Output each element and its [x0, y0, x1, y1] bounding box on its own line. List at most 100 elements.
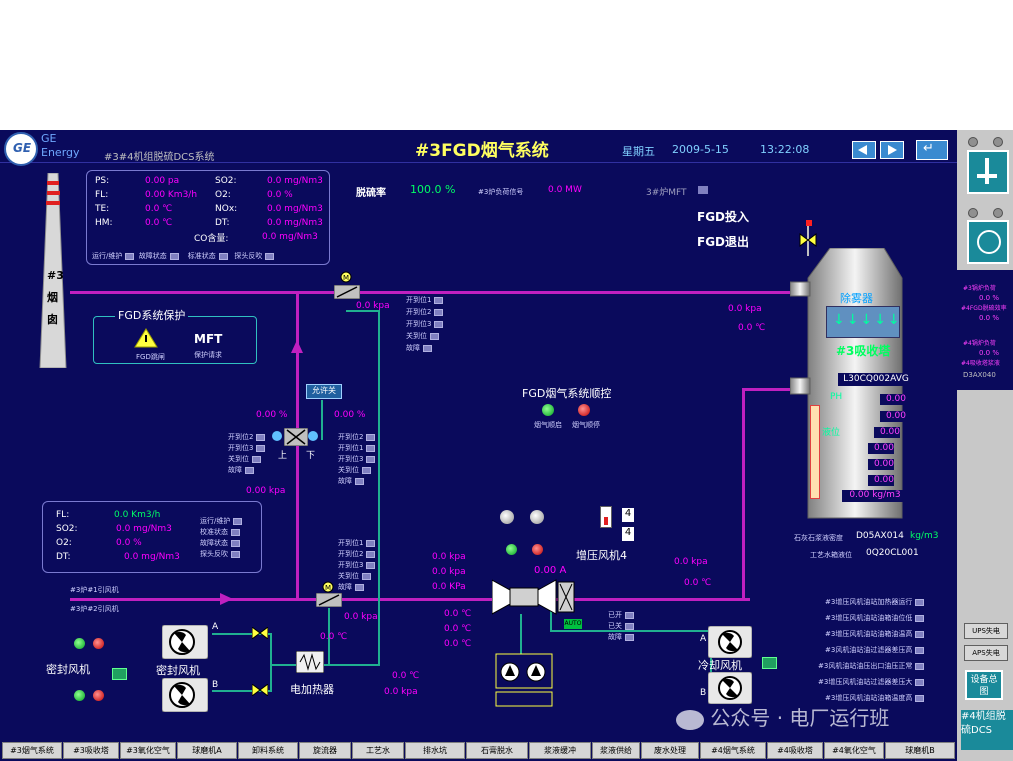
svg-text:M: M — [325, 584, 331, 592]
booster-valve-1-icon[interactable] — [500, 510, 514, 524]
seal-fan-b-label: B — [212, 680, 219, 690]
nav-process-water[interactable]: 工艺水 — [352, 742, 404, 759]
chimney: #3烟囱 — [38, 172, 68, 369]
tower-top-valve-icon[interactable] — [798, 220, 818, 256]
cool-fan-lock-icon[interactable] — [762, 657, 777, 669]
return-button[interactable]: ↵ — [916, 140, 948, 160]
seal-fan-a-icon[interactable] — [162, 625, 208, 659]
seq-title: FGD烟气系统顺控 — [522, 387, 612, 400]
nav-4-absorber[interactable]: #4吸收塔 — [767, 742, 823, 759]
seal-fan-a-stop-button[interactable] — [93, 638, 104, 649]
nox-value: 0.0 mg/Nm3 — [267, 204, 323, 214]
flow-arrow-right-icon — [220, 593, 233, 605]
nav-wastewater[interactable]: 废水处理 — [641, 742, 699, 759]
heater-icon[interactable] — [296, 651, 324, 673]
booster-p1: 0.0 kpa — [432, 552, 466, 562]
booster-valve-2-icon[interactable] — [530, 510, 544, 524]
top-damper-icon[interactable] — [334, 285, 360, 299]
booster-auto-badge[interactable]: AUTO — [564, 619, 582, 629]
prev-page-button[interactable] — [852, 141, 876, 159]
nav-3-absorber[interactable]: #3吸收塔 — [63, 742, 119, 759]
bypass-right-pct: 0.00 % — [334, 410, 366, 420]
inlet-damper-icon[interactable] — [316, 593, 342, 607]
load-label: #3炉负荷信号 — [478, 188, 524, 196]
allow-close-button[interactable]: 允许关 — [306, 384, 342, 399]
nav-4-oxidation[interactable]: #4氧化空气 — [824, 742, 884, 759]
seal-fan-label-left: 密封风机 — [46, 663, 90, 676]
warning-icon[interactable] — [134, 328, 158, 348]
bypass-left-valve-icon[interactable] — [272, 431, 282, 441]
flue-label-1: #3炉#1引风机 — [70, 586, 119, 594]
seal-valve-a-icon[interactable] — [252, 627, 268, 639]
booster-start-button[interactable] — [506, 544, 517, 555]
seal-fan-lock-icon[interactable] — [112, 668, 127, 680]
nav-4-flue[interactable]: #4烟气系统 — [700, 742, 766, 759]
wechat-icon — [676, 709, 704, 730]
nav-cyclone[interactable]: 旋流器 — [299, 742, 351, 759]
status-standard: 标准状态 — [187, 252, 216, 260]
nav-unloading[interactable]: 卸料系统 — [238, 742, 298, 759]
tower-inlet-pipe — [742, 388, 792, 391]
bypass-right-valve-icon[interactable] — [308, 431, 318, 441]
cool-fan-b-icon[interactable] — [708, 672, 752, 704]
bypass-riser — [296, 291, 299, 601]
ups-fail-button[interactable]: UPS失电 — [964, 623, 1008, 639]
mft-status-label: 3#炉MFT — [646, 188, 687, 198]
cool-fan-a-icon[interactable] — [708, 626, 752, 658]
so2-label: SO2: — [215, 176, 237, 186]
sidebar-pink3-v: 0.0 % — [979, 349, 1000, 357]
aps-fail-button[interactable]: APS失电 — [964, 645, 1008, 661]
nav-gypsum[interactable]: 石膏脱水 — [466, 742, 528, 759]
seal-valve-b-icon[interactable] — [252, 684, 268, 696]
seal-fan-b-icon[interactable] — [162, 678, 208, 712]
heater-temp2: 0.0 ℃ — [392, 671, 420, 681]
inlet-damper-kpa: 0.0 kpa — [344, 612, 378, 622]
logo-bottom-text: Energy — [41, 146, 80, 159]
sidebar-process-icon[interactable] — [967, 150, 1009, 194]
bypass-left-status: 开到位2 开到位3 关到位 故障 — [228, 432, 266, 476]
sidebar-pink2-v: 0.0 % — [979, 314, 1000, 322]
cems-lower-status: 运行/维护 校准状态 故障状态 探头反吹 — [200, 516, 243, 560]
fgd-out-button[interactable]: FGD退出 — [697, 235, 750, 249]
seal-fan-b-start-button[interactable] — [74, 690, 85, 701]
chimney-label: #3烟囱 — [47, 269, 64, 326]
tower-inlet-riser — [742, 388, 745, 601]
density-unit: kg/m3 — [910, 531, 939, 541]
bypass-damper-icon[interactable] — [284, 428, 308, 446]
cool-fan-b-label: B — [700, 688, 707, 698]
nav-ball-mill-b[interactable]: 球磨机B — [885, 742, 955, 759]
next-page-button[interactable] — [880, 141, 904, 159]
cool-fan-a-label: A — [700, 634, 707, 644]
booster-stop-button[interactable] — [532, 544, 543, 555]
tower-val-4: 0.00 — [868, 459, 894, 470]
fgd-in-button[interactable]: FGD投入 — [697, 210, 750, 224]
booster-oil-pumps-icon[interactable] — [494, 652, 554, 708]
seal-fan-a-start-button[interactable] — [74, 638, 85, 649]
sidebar-bottom-label[interactable]: #4机组脱硫DCS — [961, 710, 1013, 750]
nav-slurry-buffer[interactable]: 浆液缓冲 — [529, 742, 591, 759]
bypass-left-pct: 0.00 % — [256, 410, 288, 420]
tower-val-2: 0.00 — [874, 427, 900, 438]
seal-fan-b-stop-button[interactable] — [93, 690, 104, 701]
hm-value: 0.0 ℃ — [145, 218, 173, 228]
status-run: 运行/维护 — [92, 252, 123, 260]
sidebar-electrical-icon[interactable] — [967, 220, 1009, 264]
seq-stop-button[interactable] — [578, 404, 590, 416]
header-time: 13:22:08 — [760, 143, 810, 156]
water-tag: 0Q20CL001 — [866, 548, 919, 558]
overview-button[interactable]: 设备总图 — [965, 670, 1003, 700]
water-label: 工艺水箱液位 — [810, 551, 852, 559]
nav-3-oxidation[interactable]: #3氧化空气 — [120, 742, 176, 759]
o2-value: 0.0 % — [267, 190, 293, 200]
seq-stop-label: 烟气顺停 — [572, 421, 600, 429]
nav-ball-mill-a[interactable]: 球磨机A — [177, 742, 237, 759]
cool-fan-label: 冷却风机 — [698, 659, 742, 672]
cooling-line-v2 — [710, 630, 712, 690]
seq-start-button[interactable] — [542, 404, 554, 416]
nav-3-flue[interactable]: #3烟气系统 — [2, 742, 62, 759]
nav-drain-pit[interactable]: 排水坑 — [405, 742, 465, 759]
nav-slurry-supply[interactable]: 浆液供给 — [592, 742, 640, 759]
level-gauge — [810, 405, 820, 499]
seq-start-label: 烟气顺启 — [534, 421, 562, 429]
booster-fan-icon[interactable] — [492, 578, 576, 616]
